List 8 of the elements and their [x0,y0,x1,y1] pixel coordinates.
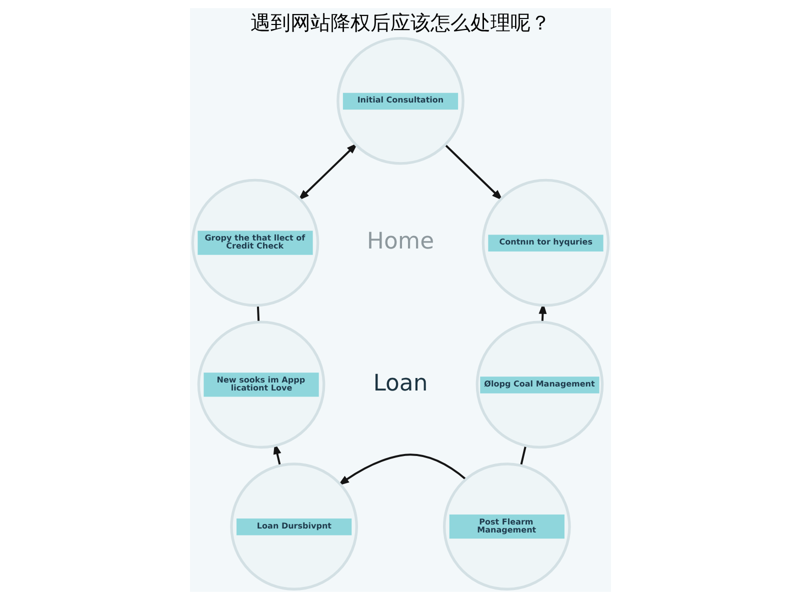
label: Home [366,228,434,255]
connector [256,305,260,322]
arrow [444,144,503,201]
arrow [297,142,358,201]
connector [520,446,526,466]
arrow [337,454,466,486]
diagram-title: 遇到网站降权后应该怎么处理呢？ [250,10,550,35]
label: Loan [372,370,428,396]
